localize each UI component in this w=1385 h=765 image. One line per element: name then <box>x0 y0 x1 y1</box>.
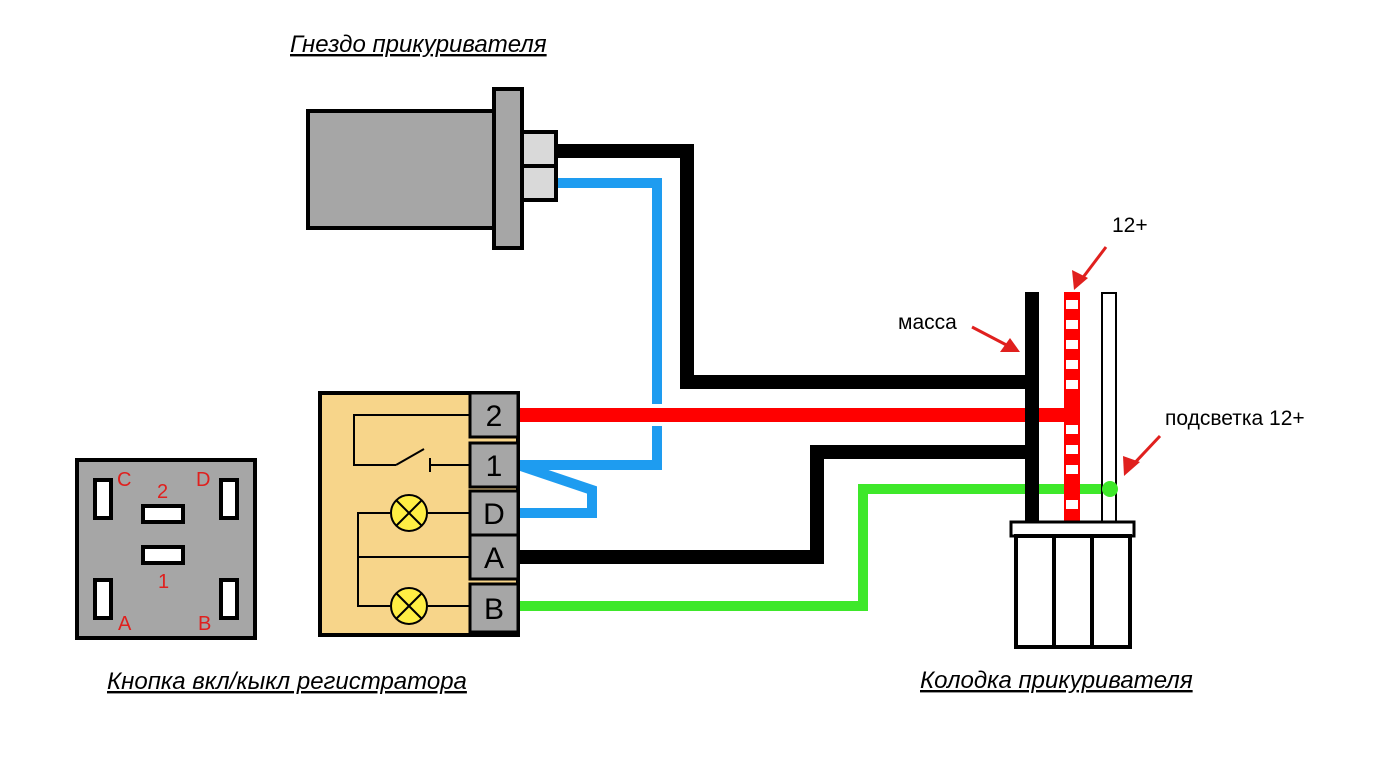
button-label-2: 2 <box>157 481 168 503</box>
label-ground-group: масса <box>898 311 1020 352</box>
button-title: Кнопка вкл/кыкл регистратора <box>107 668 467 695</box>
socket-title: Гнездо прикуривателя <box>290 31 547 58</box>
switch-internal-wiring <box>353 414 470 607</box>
ground-label: масса <box>898 311 957 334</box>
button-label-b: B <box>198 613 211 635</box>
label-plus12-group: 12+ <box>1072 214 1148 290</box>
switch-pin-label: 2 <box>486 400 503 433</box>
lighter-connector <box>1009 292 1136 649</box>
button-label-1: 1 <box>158 571 169 593</box>
socket-flange <box>492 87 524 250</box>
connector-title: Колодка прикуривателя <box>920 667 1193 694</box>
button-label-a: A <box>118 613 132 635</box>
socket-body <box>306 109 496 230</box>
backlight-label: подсветка 12+ <box>1165 407 1305 430</box>
wires <box>516 144 1110 611</box>
ground-arrowhead-icon <box>1000 338 1020 352</box>
connector-body <box>1014 534 1132 649</box>
switch-schematic: 2 1 D A B <box>318 391 520 637</box>
red-junction-dot <box>1064 407 1080 423</box>
plus12-label: 12+ <box>1112 214 1148 237</box>
button-label-d: D <box>196 469 210 491</box>
wire-blue <box>516 178 662 518</box>
button-rear-view: C D 2 1 A B <box>75 458 257 640</box>
button-label-c: C <box>117 469 131 491</box>
switch-pin-label: D <box>483 498 505 531</box>
ground-bus <box>1025 292 1039 522</box>
lamp-lower-icon <box>390 587 428 625</box>
wire-green <box>518 484 1110 611</box>
socket-terminal-top <box>520 130 558 168</box>
switch-pin-label: A <box>484 542 504 575</box>
plus12-arrowhead-icon <box>1072 270 1088 290</box>
button-pin-a <box>93 578 113 620</box>
button-pin-2 <box>141 504 185 524</box>
backlight-arrowhead-icon <box>1123 456 1140 476</box>
wire-black-a <box>518 445 1030 564</box>
lamp-upper-icon <box>390 494 428 532</box>
plus12-stripes <box>1066 300 1078 509</box>
button-pin-1 <box>141 545 185 565</box>
switch-pin-label: B <box>484 593 504 626</box>
label-backlight-group: подсветка 12+ <box>1123 407 1305 476</box>
button-pin-c <box>93 478 113 520</box>
button-pin-d <box>219 478 239 520</box>
connector-top-plate <box>1009 520 1136 538</box>
green-junction-dot <box>1102 481 1118 497</box>
switch-pin-label: 1 <box>486 450 503 483</box>
socket-terminal-bottom <box>520 164 558 202</box>
wire-socket-ground <box>556 144 1030 389</box>
lighter-socket <box>306 87 558 250</box>
switch-pin-terminals <box>468 391 520 634</box>
button-pin-b <box>219 578 239 620</box>
